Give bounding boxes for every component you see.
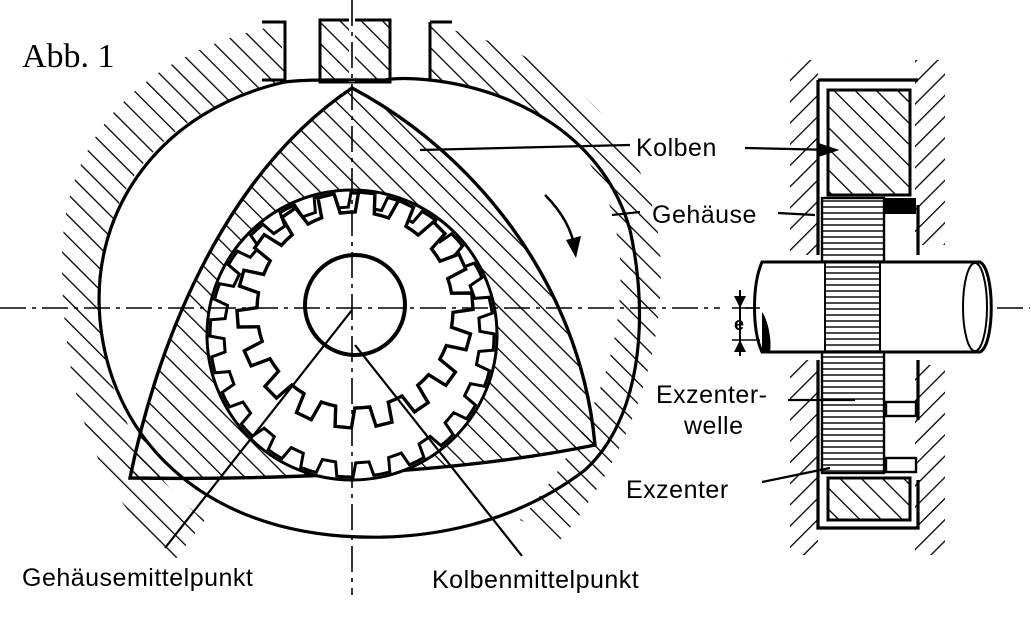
eccentricity-symbol: e [734, 314, 744, 334]
eccentric-shaft-circle [303, 253, 407, 357]
figure-title: Abb. 1 [22, 38, 115, 75]
ring-gear-teeth [208, 191, 496, 479]
label-exzenterwelle-line1: Exzenter- [656, 381, 768, 409]
curved-arrow-icon [544, 194, 581, 258]
section-view: e [732, 60, 993, 555]
housing-wall-hatching [62, 10, 661, 560]
label-gehaeusemittelpunkt: Gehäusemittelpunkt [22, 564, 254, 592]
ring-gear-outline [208, 191, 496, 479]
label-exzenter: Exzenter [626, 476, 729, 504]
label-kolbenmittelpunkt: Kolbenmittelpunkt [432, 566, 640, 594]
label-exzenterwelle-line2: welle [684, 412, 744, 440]
label-gehaeuse: Gehäuse [652, 201, 757, 229]
housing-contour [97, 76, 642, 539]
label-kolben: Kolben [636, 134, 717, 162]
